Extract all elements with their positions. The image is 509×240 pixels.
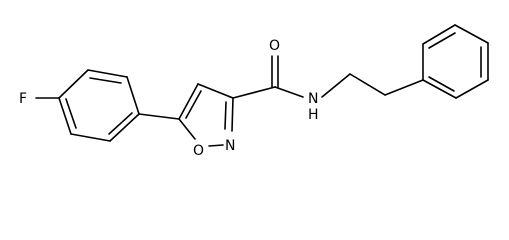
- bond-ring1-double-2: [108, 112, 133, 135]
- atom-carbonyl-oxygen: O: [269, 38, 280, 54]
- bond-carbonyl-n: [274, 86, 304, 98]
- atom-amide-hydrogen: H: [308, 107, 319, 123]
- bond-ring2-b: [422, 24, 456, 45]
- bond-ring1-double-3: [65, 98, 77, 129]
- bond-ring2-double-1: [428, 32, 456, 49]
- atom-fluorine: F: [19, 91, 27, 107]
- chemical-structure: F O N H O N: [19, 24, 489, 159]
- fluorophenyl-ring: [35, 69, 140, 142]
- bond-ring1-e: [70, 133, 111, 142]
- bond-ring1-double-1: [89, 77, 122, 84]
- atom-amide-nitrogen: N: [308, 91, 318, 107]
- ethyl-linker: [321, 73, 424, 98]
- bond-ring2-c: [454, 24, 489, 44]
- atom-ring-oxygen: O: [193, 143, 204, 159]
- bond-ch2-ch2: [349, 73, 386, 96]
- bond-c3-n: [231, 97, 234, 132]
- carboxamide-group: [232, 55, 304, 99]
- bond-c5-c4: [178, 83, 199, 120]
- bond-ring1-a: [58, 69, 89, 99]
- isoxazole-ring: [178, 83, 234, 147]
- bond-c4-c3: [197, 83, 234, 99]
- bond-ring1-f: [58, 97, 72, 135]
- atom-ring-nitrogen: N: [225, 138, 235, 154]
- bond-c3-n-double: [224, 101, 227, 130]
- bond-ring2-double-3: [428, 76, 455, 92]
- bond-ring1-d: [109, 113, 140, 142]
- bond-o-c5: [178, 118, 196, 140]
- bond-ring2-f: [422, 79, 457, 99]
- bond-aryl-isoxazole: [138, 113, 180, 120]
- bond-n-ch2: [321, 73, 351, 98]
- bond-ring1-b: [87, 69, 128, 78]
- bond-n-o: [208, 144, 224, 147]
- bond-ring2-e: [455, 79, 489, 99]
- bond-ring1-c: [126, 76, 140, 115]
- phenyl-ring: [422, 24, 489, 99]
- bond-ch2-phenyl: [384, 79, 424, 96]
- bond-c3-carbonyl: [232, 86, 276, 99]
- bond-c5-c4-double: [185, 90, 202, 119]
